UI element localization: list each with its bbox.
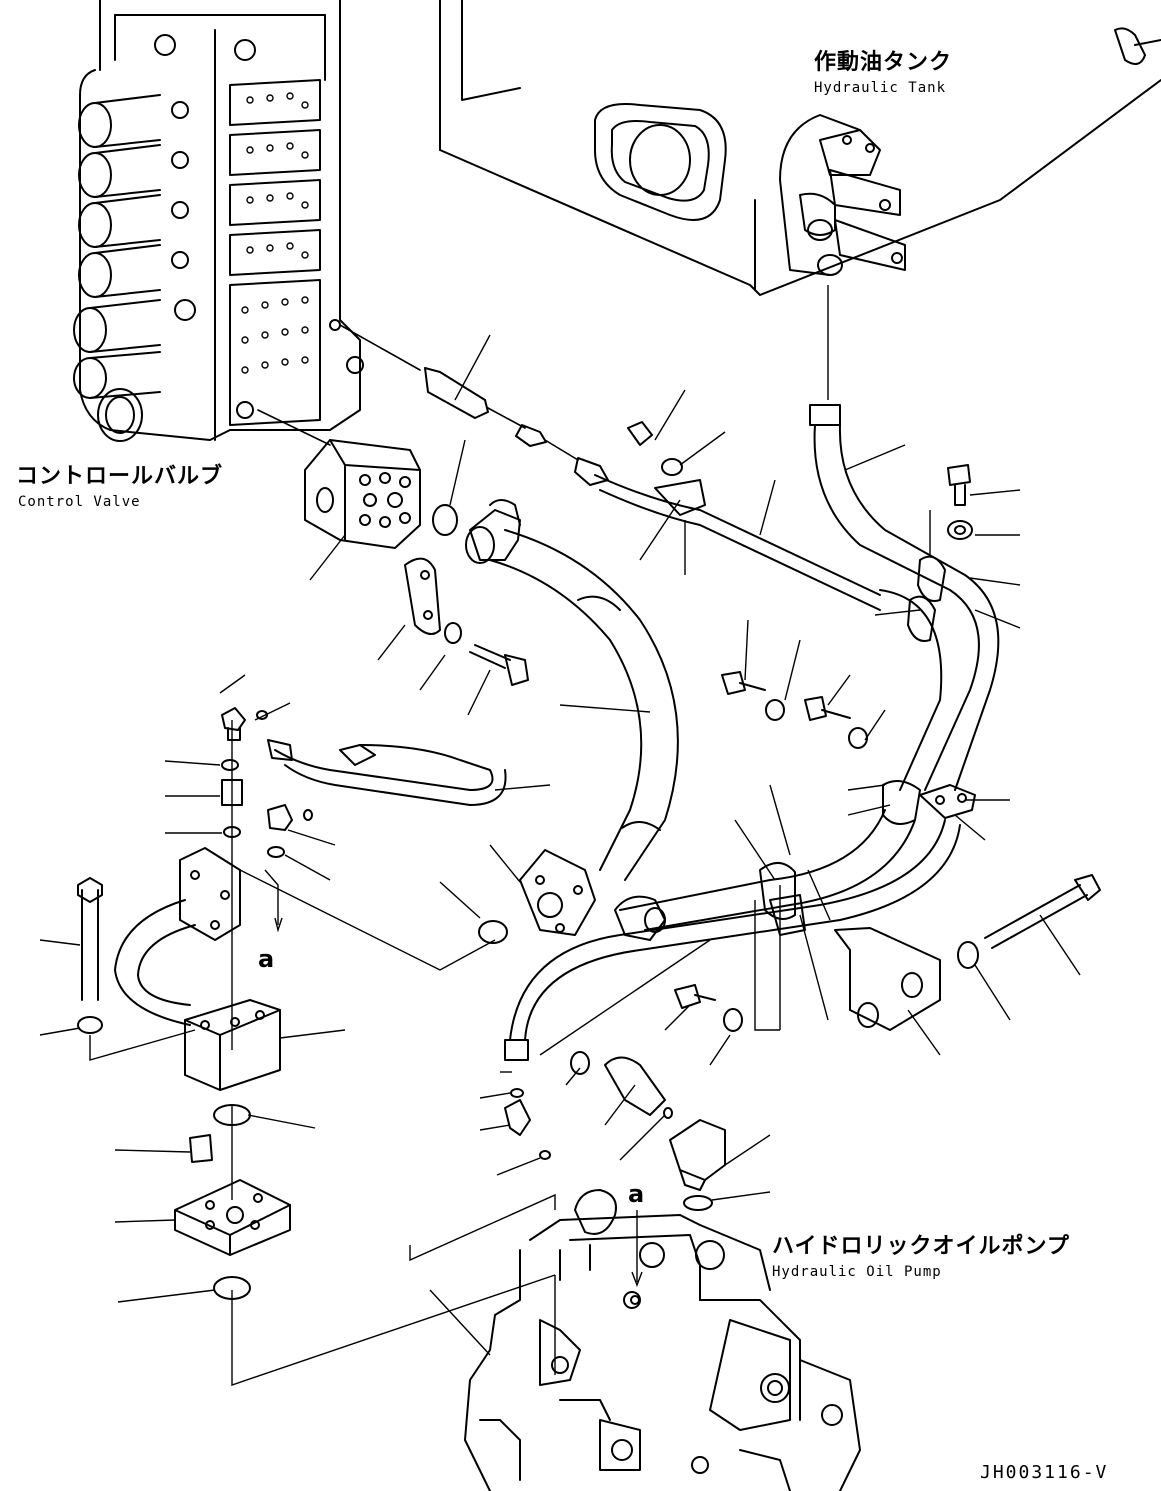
reference-mark-a: a bbox=[258, 945, 275, 973]
control-valve bbox=[74, 0, 363, 441]
tank-label-jp: 作動油タンク bbox=[814, 50, 953, 75]
pump-label-jp: ハイドロリックオイルポンプ bbox=[772, 1234, 1070, 1259]
valve-flange-block bbox=[305, 440, 420, 548]
drawing-code: JH003116-V bbox=[980, 1462, 1109, 1483]
valve-label-en: Control Valve bbox=[18, 494, 141, 510]
reference-mark-a-pump: a bbox=[628, 1180, 645, 1208]
hydraulic-tank bbox=[440, 0, 1161, 295]
hydraulic-pump bbox=[465, 1190, 860, 1491]
leader-lines bbox=[40, 285, 1080, 1385]
tank-label-en: Hydraulic Tank bbox=[814, 80, 947, 96]
suction-hose bbox=[466, 500, 678, 935]
valve-label-jp: コントロールバルブ bbox=[16, 464, 224, 489]
return-pipe bbox=[810, 405, 998, 824]
pump-label-en: Hydraulic Oil Pump bbox=[772, 1264, 942, 1280]
